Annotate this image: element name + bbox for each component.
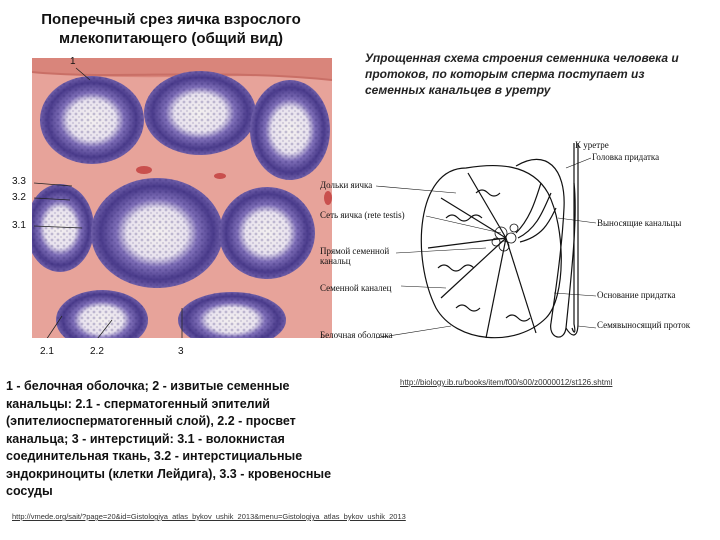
- label-3-1: 3.1: [12, 220, 26, 231]
- source-link-vmede[interactable]: http://vmede.org/sait/?page=20&id=Gistol…: [12, 512, 406, 521]
- label-straight-tubule: Прямой семенной канальц: [320, 246, 390, 266]
- label-rete-testis: Сеть яичка (rete testis): [320, 210, 405, 220]
- label-3: 3: [178, 346, 184, 357]
- label-efferent-ducts: Выносящие канальцы: [597, 218, 681, 228]
- label-1: 1: [70, 56, 76, 67]
- epididymis: [516, 159, 575, 337]
- scheme-title: Упрощенная схема строения семенника чело…: [365, 50, 695, 98]
- label-epididymis-base: Основание придатка: [597, 290, 675, 300]
- label-2-2: 2.2: [90, 346, 104, 357]
- label-lobule: Дольки яичка: [320, 180, 372, 190]
- label-tunica-albuginea: Белочная оболочка: [320, 330, 393, 340]
- label-epididymis-head: Головка придатка: [592, 152, 659, 162]
- micrograph-title: Поперечный срез яичка взрослого млекопит…: [6, 10, 336, 48]
- label-to-urethra: К уретре: [575, 140, 609, 150]
- label-vas-deferens: Семявыносящий проток: [597, 320, 690, 330]
- label-3-3: 3.3: [12, 176, 26, 187]
- legend-text: 1 - белочная оболочка; 2 - извитые семен…: [6, 378, 346, 501]
- testis-cross-section-micrograph: [32, 58, 332, 338]
- label-2-1: 2.1: [40, 346, 54, 357]
- label-seminiferous-tubule: Семенной каналец: [320, 283, 391, 293]
- label-3-2: 3.2: [12, 192, 26, 203]
- source-link-biology[interactable]: http://biology.ib.ru/books/item/f00/s00/…: [400, 378, 612, 387]
